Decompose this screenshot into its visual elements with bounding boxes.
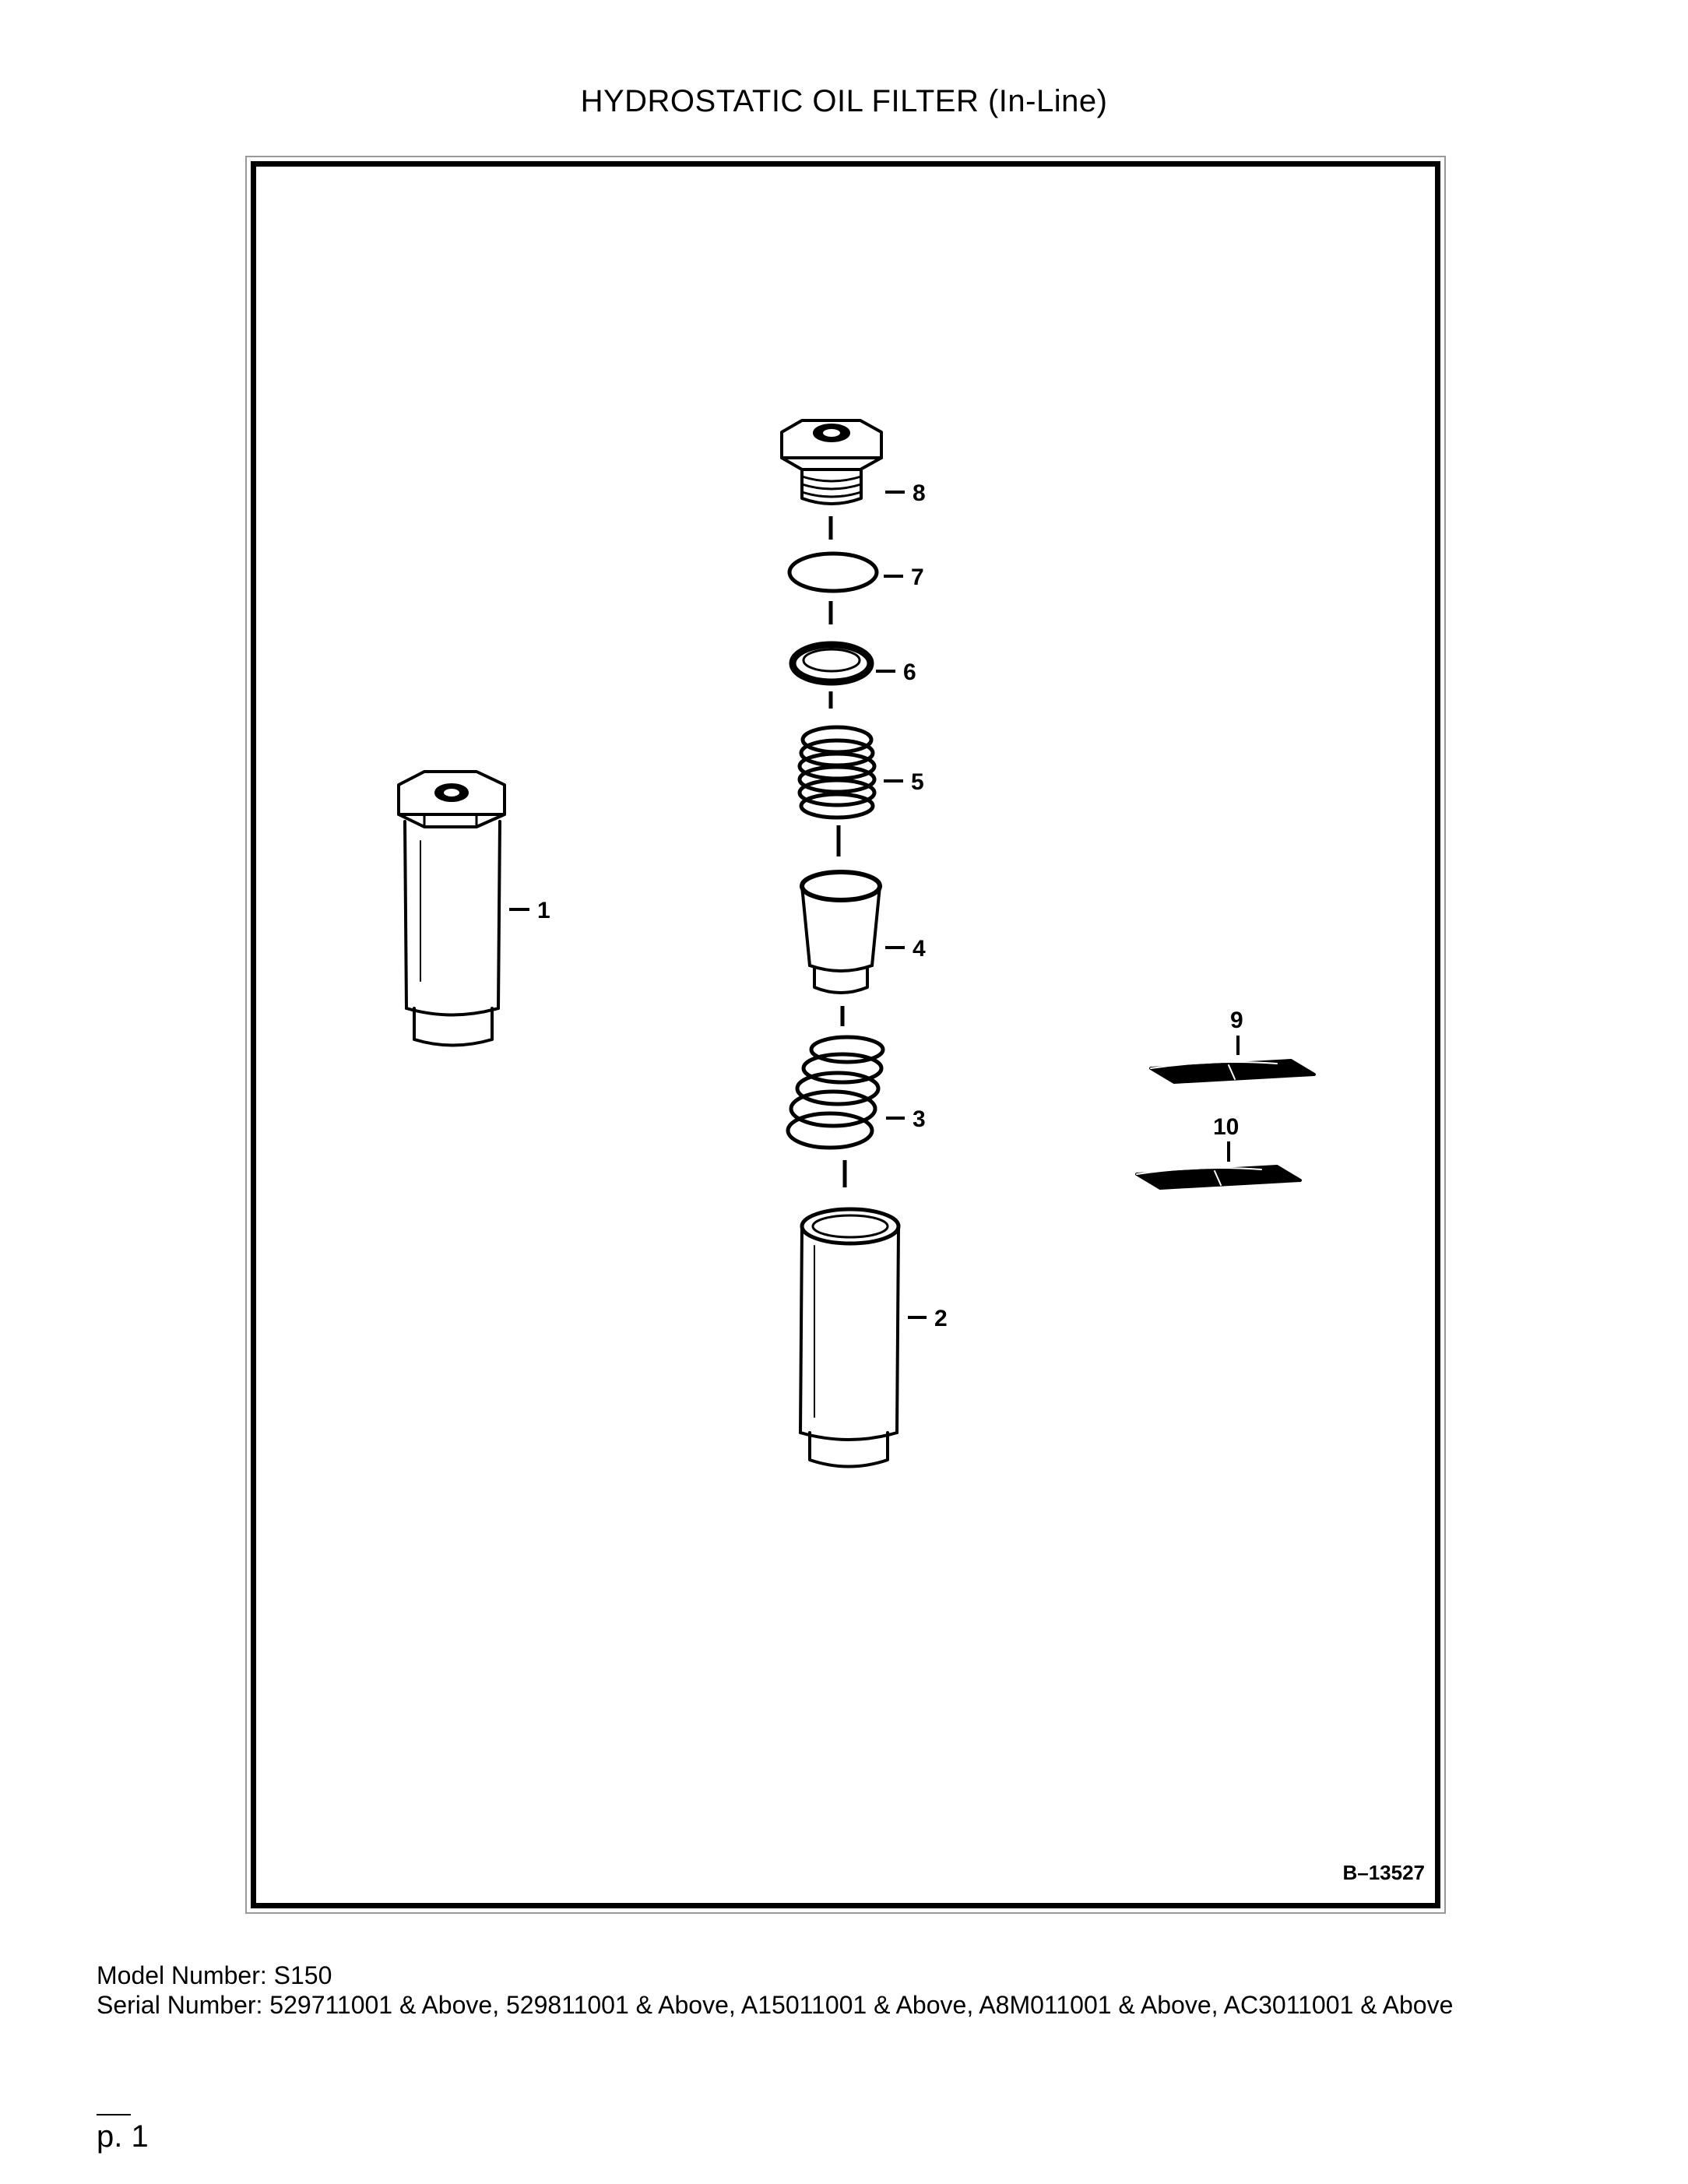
callout-1: 1: [537, 898, 550, 923]
diagram-frame: [251, 161, 1440, 1908]
callout-2: 2: [934, 1306, 948, 1331]
callout-4: 4: [913, 936, 926, 962]
part-1-filter-assembly: [397, 770, 506, 1047]
footer: Model Number: S150 Serial Number: 529711…: [97, 1961, 1576, 2020]
figure-id: B–13527: [1342, 1861, 1425, 1884]
callout-10: 10: [1213, 1114, 1239, 1140]
part-8-plug: [780, 419, 883, 505]
part-5-spring: [797, 725, 877, 820]
page-title: HYDROSTATIC OIL FILTER (In-Line): [580, 84, 1108, 118]
footer-rule: [97, 2114, 131, 2115]
part-6-ring: [789, 641, 874, 686]
part-9-decal: [1149, 1059, 1316, 1084]
part-4-filter-element: [800, 870, 882, 994]
exploded-view-alignment-lines: [828, 516, 847, 1187]
callout-6: 6: [903, 659, 916, 685]
serial-number: Serial Number: 529711001 & Above, 529811…: [97, 1991, 1454, 2019]
diagram-frame-outer: [245, 156, 1446, 1914]
part-2-filter-housing: [799, 1207, 901, 1468]
callout-7: 7: [911, 564, 924, 590]
part-7-o-ring: [787, 551, 879, 593]
model-number: Model Number: S150: [97, 1961, 332, 1989]
part-10-decal: [1135, 1165, 1302, 1190]
part-3-spring: [786, 1035, 885, 1150]
callout-8: 8: [913, 480, 926, 506]
callout-5: 5: [911, 769, 924, 795]
page-number: p. 1: [97, 2119, 149, 2154]
callout-3: 3: [913, 1106, 926, 1132]
callout-9: 9: [1230, 1008, 1243, 1033]
callout-leader-lines: [509, 491, 1240, 1319]
